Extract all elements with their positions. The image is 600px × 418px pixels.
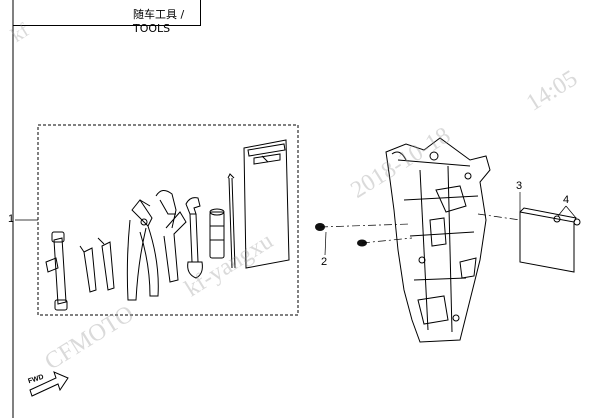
tool-bag [243, 139, 290, 269]
pliers [126, 199, 159, 301]
callout-1: 1 [8, 213, 15, 225]
callout-3: 3 [516, 180, 523, 192]
hook-wrench [155, 190, 187, 283]
assembly-axis-2a [319, 223, 411, 228]
leader-4b [565, 205, 577, 219]
assembly-axis-3 [477, 213, 521, 221]
forward-arrow-icon [29, 371, 69, 397]
diagram-title: 随车工具 / TOOLS [133, 8, 185, 35]
frame-assembly [385, 137, 491, 343]
screw-a [553, 215, 561, 223]
spark-plug-socket [209, 208, 225, 259]
assembly-axis-2b [361, 237, 413, 244]
open-end-wrench [185, 197, 203, 279]
leader-4a [557, 205, 567, 217]
screwdriver [227, 173, 236, 269]
box-wrench [45, 231, 68, 311]
callout-2: 2 [321, 256, 328, 268]
callout-4: 4 [563, 194, 570, 206]
tool-plate [519, 207, 577, 273]
hex-keys [79, 237, 115, 293]
screw-b [573, 218, 581, 226]
tool-kit-boundary [37, 124, 299, 316]
title-block: 随车工具 / TOOLS [13, 0, 201, 35]
leader-2 [324, 231, 327, 256]
